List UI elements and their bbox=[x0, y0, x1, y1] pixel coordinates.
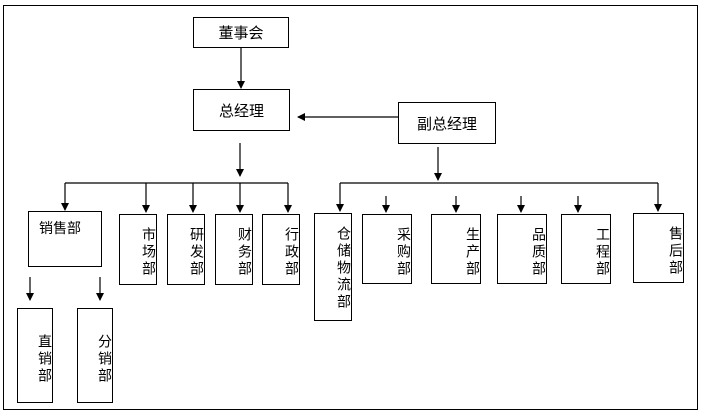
gm-label: 总经理 bbox=[218, 101, 264, 120]
dept-distribution-label: 分销部 bbox=[96, 334, 112, 385]
dept-logistics-box: 仓储物流部 bbox=[314, 213, 352, 321]
dept-marketing-box: 市场部 bbox=[119, 214, 157, 285]
dept-sales-label: 销售部 bbox=[39, 221, 81, 237]
diagram-frame bbox=[3, 5, 698, 410]
dept-aftersales-box: 售后部 bbox=[633, 213, 684, 283]
deputy-gm-box: 副总经理 bbox=[398, 102, 496, 144]
deputy-gm-label: 副总经理 bbox=[416, 114, 477, 133]
dept-sales-box: 销售部 bbox=[28, 211, 102, 267]
dept-marketing-label: 市场部 bbox=[140, 227, 156, 278]
dept-logistics-label: 仓储物流部 bbox=[335, 225, 351, 311]
dept-production-label: 生产部 bbox=[464, 226, 480, 278]
dept-rnd-label: 研发部 bbox=[188, 227, 204, 278]
dept-direct-sales-box: 直销部 bbox=[17, 308, 53, 403]
board-box: 董事会 bbox=[193, 17, 289, 48]
dept-production-box: 生产部 bbox=[431, 214, 481, 284]
gm-box: 总经理 bbox=[193, 89, 290, 131]
dept-finance-label: 财务部 bbox=[236, 227, 252, 278]
dept-purchasing-box: 采购部 bbox=[362, 214, 412, 284]
dept-engineering-label: 工程部 bbox=[594, 226, 610, 278]
dept-finance-box: 财务部 bbox=[215, 214, 253, 285]
dept-rnd-box: 研发部 bbox=[167, 214, 205, 285]
dept-admin-label: 行政部 bbox=[283, 227, 299, 278]
dept-distribution-box: 分销部 bbox=[77, 308, 113, 403]
board-label: 董事会 bbox=[218, 24, 264, 42]
dept-purchasing-label: 采购部 bbox=[395, 226, 411, 278]
dept-admin-box: 行政部 bbox=[262, 214, 300, 285]
dept-quality-box: 品质部 bbox=[497, 214, 547, 284]
dept-direct-sales-label: 直销部 bbox=[36, 334, 52, 385]
dept-quality-label: 品质部 bbox=[530, 226, 546, 278]
dept-engineering-box: 工程部 bbox=[561, 214, 611, 284]
dept-aftersales-label: 售后部 bbox=[667, 225, 683, 277]
